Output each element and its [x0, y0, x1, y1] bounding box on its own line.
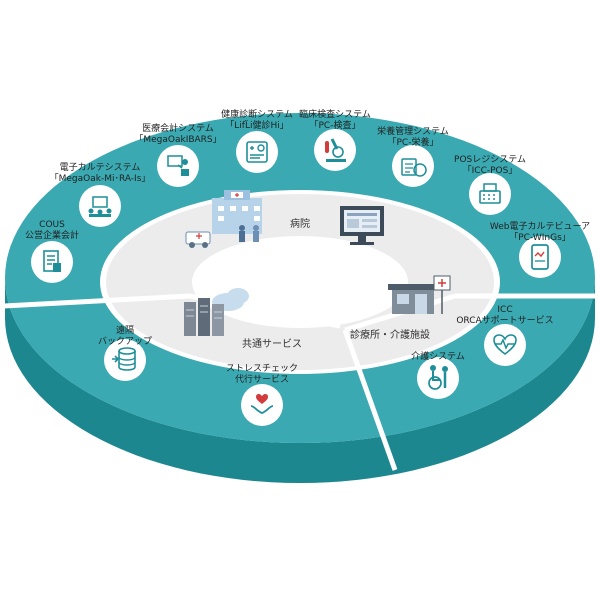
presenter-icon	[157, 145, 199, 187]
service-label-line: ORCAサポートサービス	[456, 316, 554, 326]
service-label-line: 「PC-WInGs」	[509, 233, 571, 243]
service-label-line: 臨床検査システム	[299, 110, 371, 120]
checkup-icon	[236, 131, 278, 173]
service-label: ストレスチェック代行サービス	[226, 364, 298, 386]
service-label: 介護システム	[411, 352, 465, 363]
zone-label-common: 共通サービス	[242, 339, 302, 350]
document-icon	[31, 241, 73, 283]
divider-bottom	[342, 329, 398, 471]
service-label: Web電子カルテビューア「PC-WInGs」	[490, 222, 590, 244]
service-label-line: 「LifL̈i健診Hi」	[225, 121, 289, 131]
service-label: 健康診断システム「LifL̈i健診Hi」	[221, 110, 293, 132]
service-label-line: 介護システム	[411, 352, 465, 362]
service-label-line: ストレスチェック	[225, 364, 299, 374]
service-label-line: POSレジシステム	[454, 155, 526, 165]
service-label-line: 「PC-検査」	[309, 121, 361, 131]
service-label-line: 代行サービス	[234, 375, 290, 385]
service-label-line: 栄養管理システム	[377, 127, 449, 137]
clinic-building-icon	[388, 275, 451, 314]
zone-label-hospital: 病院	[290, 219, 310, 230]
database-icon	[104, 339, 146, 381]
heartbeat-icon	[484, 324, 526, 366]
service-label-line: 「PC-栄養」	[387, 138, 439, 148]
care-icon	[417, 357, 459, 399]
service-label: 臨床検査システム「PC-検査」	[299, 110, 371, 132]
zone-label-clinic: 診療所・介護施設	[350, 330, 430, 341]
meeting-icon	[79, 185, 121, 227]
hospital-building-icon	[185, 190, 262, 248]
service-label: 栄養管理システム「PC-栄養」	[377, 127, 449, 149]
service-label-line: 健康診断システム	[221, 110, 293, 120]
inner-hole	[192, 236, 408, 328]
ring-side	[5, 278, 595, 483]
service-label: POSレジシステム「ICC-POS」	[454, 155, 526, 177]
server-cloud-icon	[184, 288, 249, 336]
service-label: 電子カルテシステム「MegaOak-Mi･RA-Is」	[50, 163, 151, 185]
service-label-line: 公営企業会計	[24, 231, 80, 241]
service-label-line: Web電子カルテビューア	[489, 222, 591, 232]
service-label-line: 遠隔	[115, 326, 135, 336]
register-icon	[469, 173, 511, 215]
service-label-line: 「MegaOak-Mi･RA-Is」	[49, 174, 151, 184]
service-label: 遠隔バックアップ	[98, 326, 152, 348]
service-label-line: バックアップ	[97, 337, 153, 347]
microscope-icon	[314, 129, 356, 171]
service-label-line: COUS	[39, 220, 65, 230]
tablet-icon	[519, 236, 561, 278]
service-label-line: 電子カルテシステム	[59, 163, 141, 173]
service-label-line: ICC	[497, 305, 513, 315]
service-label-line: 「ICC-POS」	[462, 166, 518, 176]
divider-left	[3, 293, 191, 309]
service-label-line: 医療会計システム	[142, 124, 214, 134]
monitor-icon	[340, 206, 384, 245]
service-label: 医療会計システム「MegaOakIBARS」	[134, 124, 221, 146]
service-label-line: 「MegaOakIBARS」	[134, 135, 222, 145]
nutrition-icon	[392, 145, 434, 187]
heart-hands-icon	[241, 384, 283, 426]
service-icons	[31, 129, 561, 426]
